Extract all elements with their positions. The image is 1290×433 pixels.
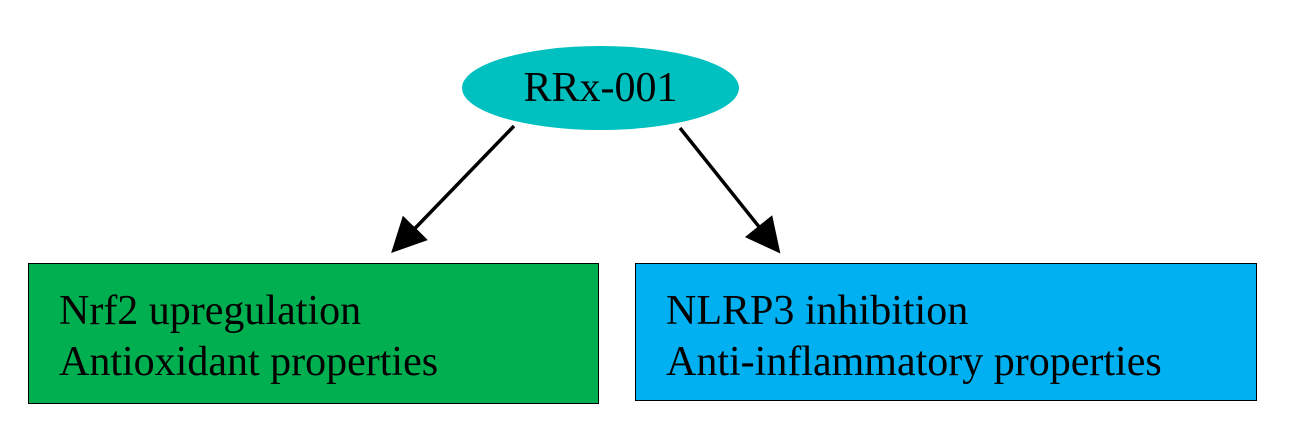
arrow-right [678,126,781,254]
branch-nlrp3-line2: Anti-inflammatory properties [666,339,1162,385]
branch-nlrp3-line1: NLRP3 inhibition [666,288,969,334]
root-node: RRx-001 [462,46,739,130]
branch-box-nrf2: Nrf2 upregulation Antioxidant properties [28,263,599,404]
root-label: RRx-001 [523,65,678,111]
branch-box-nlrp3: NLRP3 inhibition Anti-inflammatory prope… [635,263,1257,401]
branch-nrf2-line2: Antioxidant properties [59,339,439,385]
arrow-left [391,124,516,254]
branch-nrf2-line1: Nrf2 upregulation [59,288,362,334]
